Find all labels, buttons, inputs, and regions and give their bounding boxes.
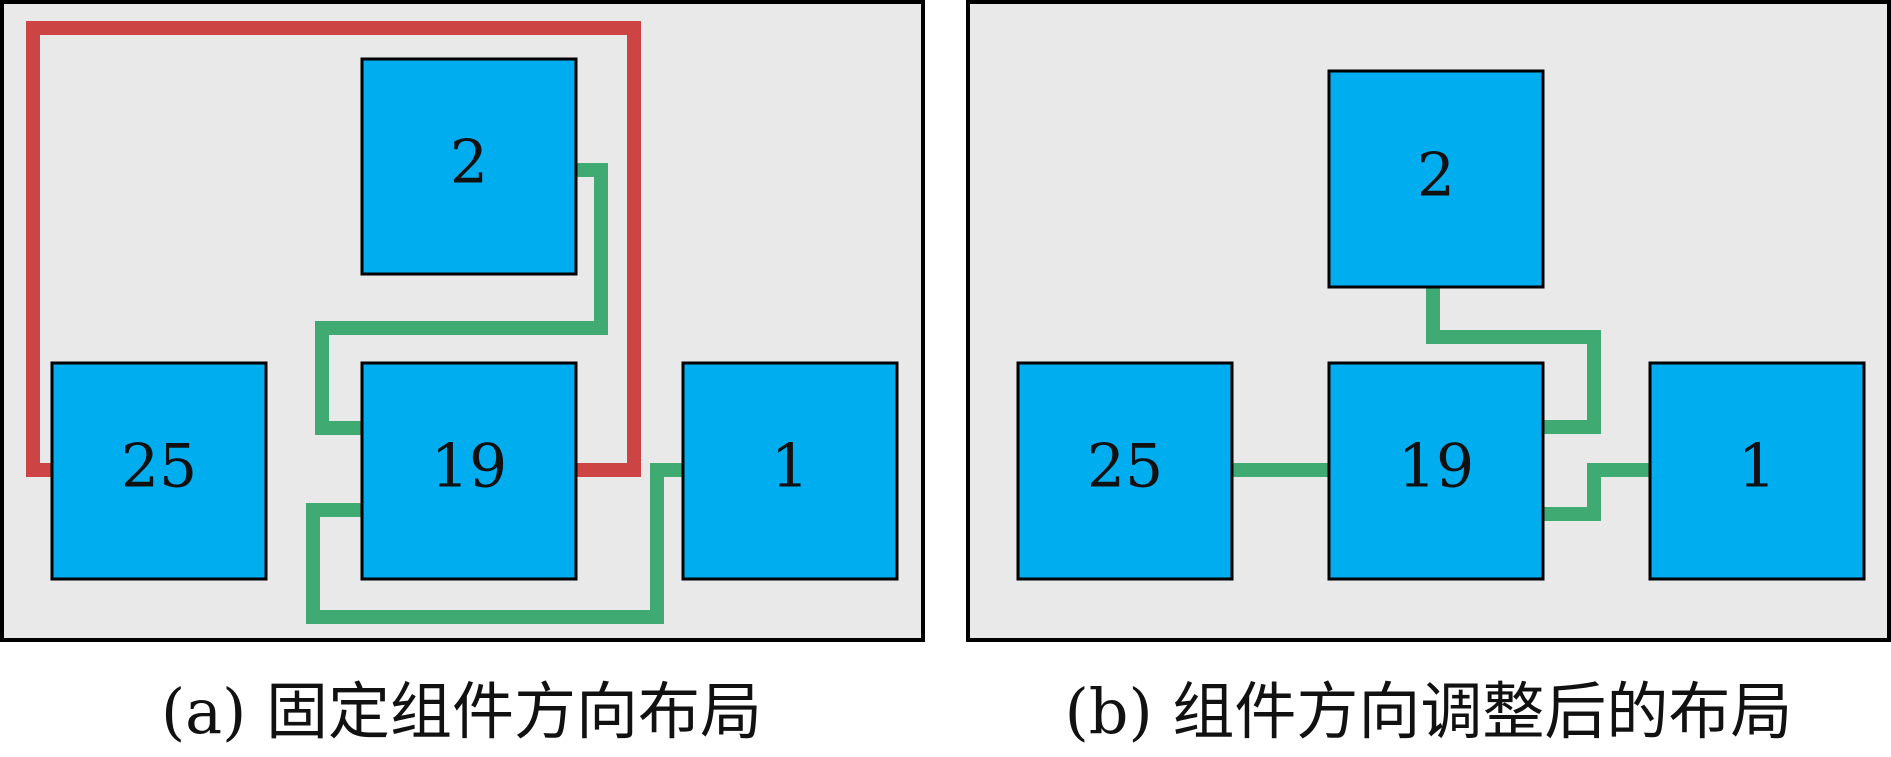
component-label: 25 [1087, 432, 1163, 502]
caption-panel-b: (b) 组件方向调整后的布局 [1064, 675, 1793, 748]
node-a-2: 2 [360, 57, 578, 276]
component-label: 2 [450, 128, 488, 198]
component-box [50, 361, 268, 581]
component-box [681, 361, 899, 581]
component-box [360, 361, 578, 581]
component-label: 25 [121, 432, 197, 502]
component-label: 19 [431, 432, 507, 502]
component-box [1327, 361, 1545, 581]
wire-b-2-19 [1426, 287, 1601, 434]
component-box [360, 57, 578, 276]
component-box [1648, 361, 1866, 581]
component-label: 1 [771, 432, 809, 502]
wire-a-2-19 [315, 163, 608, 435]
wire-b-19-1 [1543, 463, 1650, 521]
node-b-19: 19 [1327, 361, 1545, 581]
component-label: 2 [1417, 141, 1455, 211]
component-box [1016, 361, 1234, 581]
panel-a: 2 25 19 1 [0, 0, 925, 642]
node-a-19: 19 [360, 361, 578, 581]
wire-a-25-19 [26, 21, 641, 477]
node-a-1: 1 [681, 361, 899, 581]
component-box [1327, 69, 1545, 289]
wire-a-19-1 [306, 463, 683, 624]
component-label: 19 [1398, 432, 1474, 502]
caption-panel-a: (a) 固定组件方向布局 [160, 675, 763, 748]
node-b-1: 1 [1648, 361, 1866, 581]
component-label: 1 [1738, 432, 1776, 502]
node-b-2: 2 [1327, 69, 1545, 289]
node-a-25: 25 [50, 361, 268, 581]
panel-b: 2 25 19 1 [966, 0, 1891, 642]
node-b-25: 25 [1016, 361, 1234, 581]
